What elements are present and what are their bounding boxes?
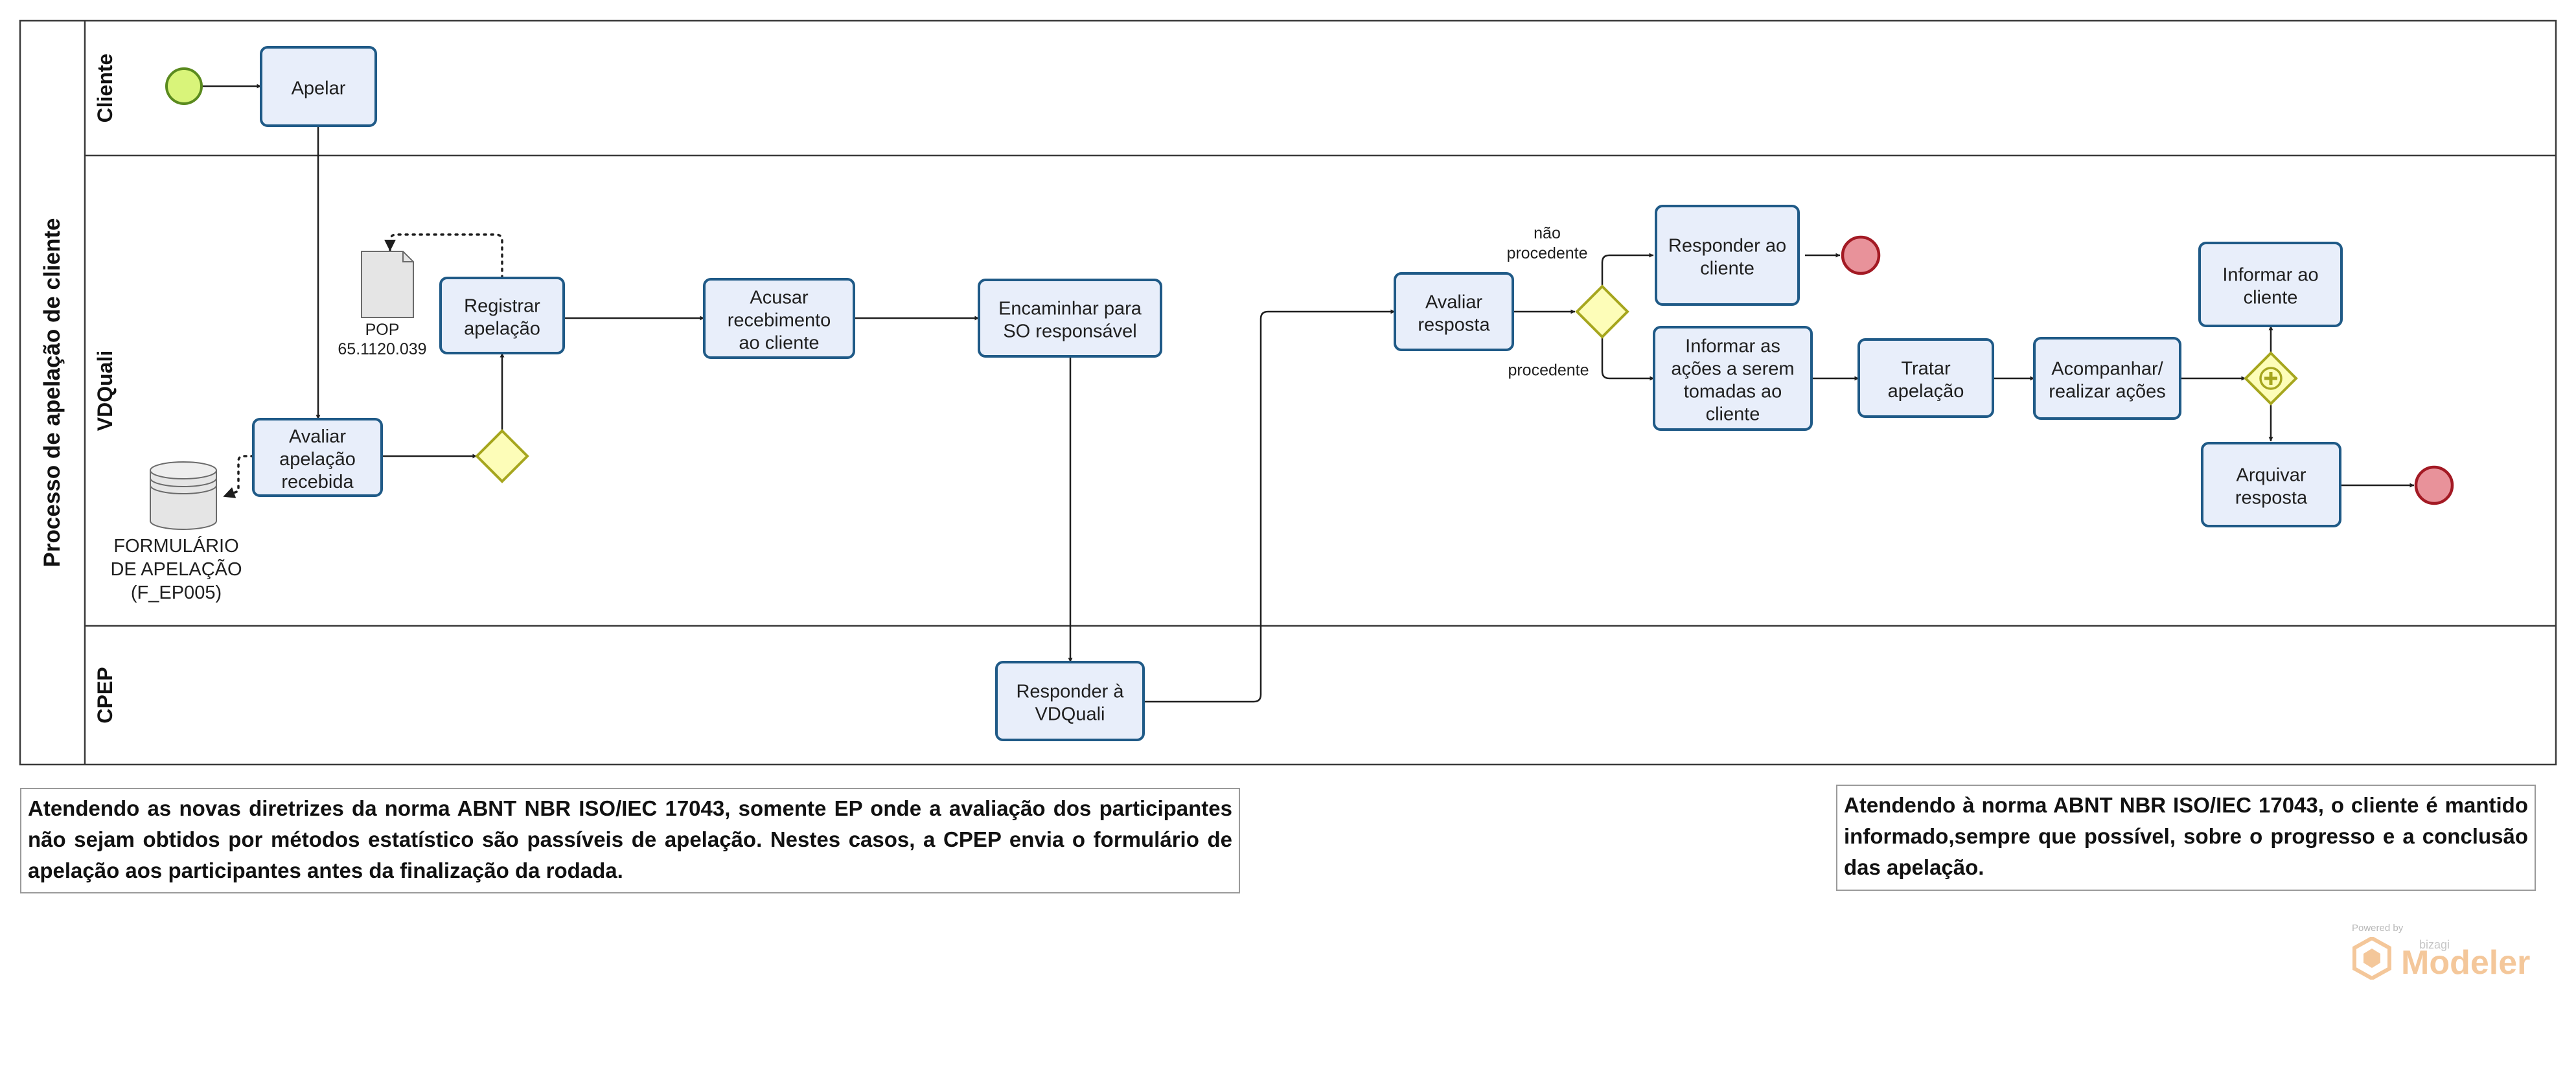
flow-gw-informar-acoes [1601, 337, 1655, 381]
bizagi-modeler-logo: Powered by bizagi Modeler [2352, 923, 2531, 982]
lane-title-cliente: Cliente [93, 54, 117, 123]
task-acompanhar-label: Acompanhar/realizar ações [2049, 358, 2166, 402]
pop-document-icon [361, 251, 414, 318]
exclusive-gateway-procedente [1575, 284, 1629, 339]
sequence-flows [202, 84, 2415, 703]
parallel-gateway [2244, 351, 2298, 406]
formulario-datastore-icon [150, 461, 217, 530]
association-avaliar-formulario [223, 455, 255, 498]
lane-title-vdquali: VDQuali [93, 351, 117, 431]
exclusive-gateway-registro [475, 429, 529, 483]
task-apelar[interactable]: Apelar [260, 46, 377, 127]
note-right: Atendendo à norma ABNT NBR ISO/IEC 17043… [1836, 785, 2536, 891]
bizagi-logo-icon [2352, 937, 2391, 980]
flow-gw-responder-cliente [1601, 253, 1654, 286]
pool-title: Processo de apelação de cliente [40, 218, 65, 568]
task-acompanhar[interactable]: Acompanhar/realizar ações [2033, 337, 2181, 420]
start-event [165, 67, 203, 105]
lane-title-cpep: CPEP [93, 667, 117, 723]
flow-responder-avaliar [1144, 309, 1396, 703]
end-event-responder [1841, 235, 1881, 275]
task-apelar-label: Apelar [292, 78, 346, 98]
note-left: Atendendo as novas diretrizes da norma A… [20, 788, 1240, 893]
end-event-arquivar [2414, 465, 2454, 505]
flow-procedente-label: procedente [1508, 362, 1589, 380]
parallel-plus-icon [2259, 367, 2283, 390]
